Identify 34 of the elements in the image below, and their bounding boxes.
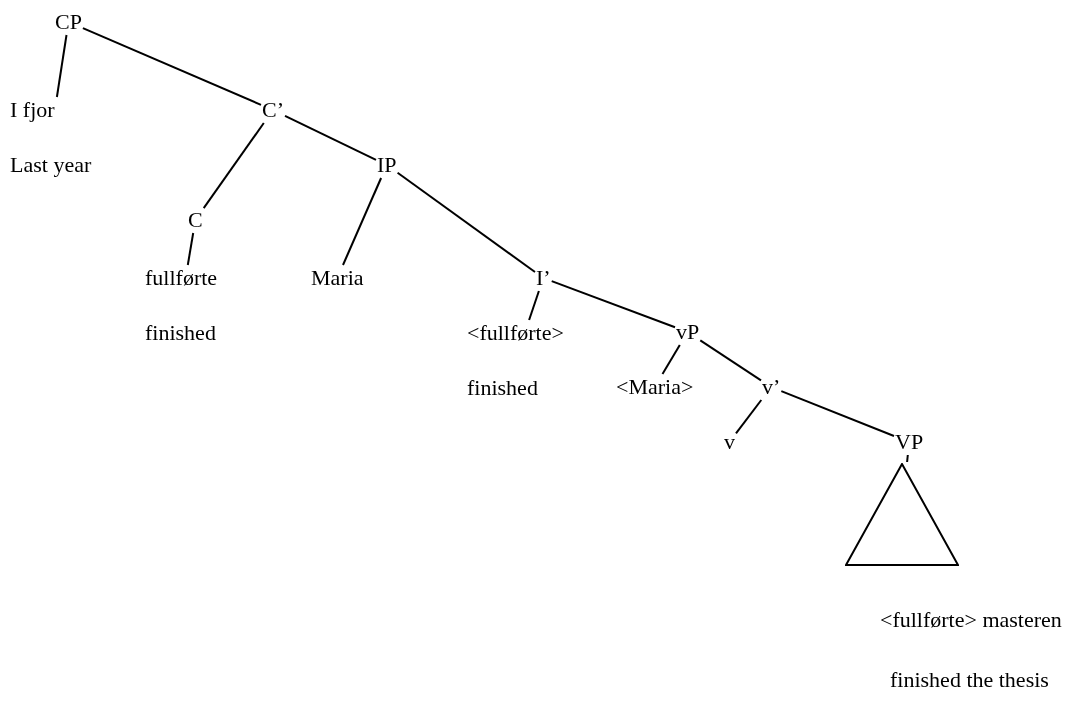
tree-branch [528,290,540,321]
tree-branch [186,232,195,266]
tree-branch [342,177,383,266]
category-label: I’ [536,266,551,290]
category-label: v [724,430,735,454]
category-label: vP [676,320,700,344]
tree-branch [906,454,909,463]
tree-branch [780,390,895,437]
word-label: <Maria> [616,375,694,399]
gloss-text: finished [467,376,539,400]
word-label: fullførte [145,266,218,290]
gloss-text: finished [145,321,217,345]
tree-branch [396,171,536,273]
phrase-text: <fullførte> masteren [880,608,1062,632]
tree-branch [55,34,68,98]
tree-branch [661,344,681,375]
tree-branch [699,339,762,382]
tree-branch [284,114,377,161]
tree-branch [202,122,265,210]
category-label: C [188,208,203,232]
tree-branch [81,27,262,106]
word-label: <fullførte> [467,321,564,345]
category-label: v’ [762,375,781,399]
word-label: I fjor [10,98,56,122]
category-label: VP [895,430,924,454]
word-label: Maria [311,266,364,290]
tree-branch [550,280,676,329]
category-label: CP [55,10,82,34]
triangle-shape [845,463,959,566]
gloss-text: finished the thesis [890,668,1049,692]
category-label: C’ [262,98,284,122]
gloss-text: Last year [10,153,92,177]
category-label: IP [377,153,397,177]
tree-branch [735,399,763,435]
